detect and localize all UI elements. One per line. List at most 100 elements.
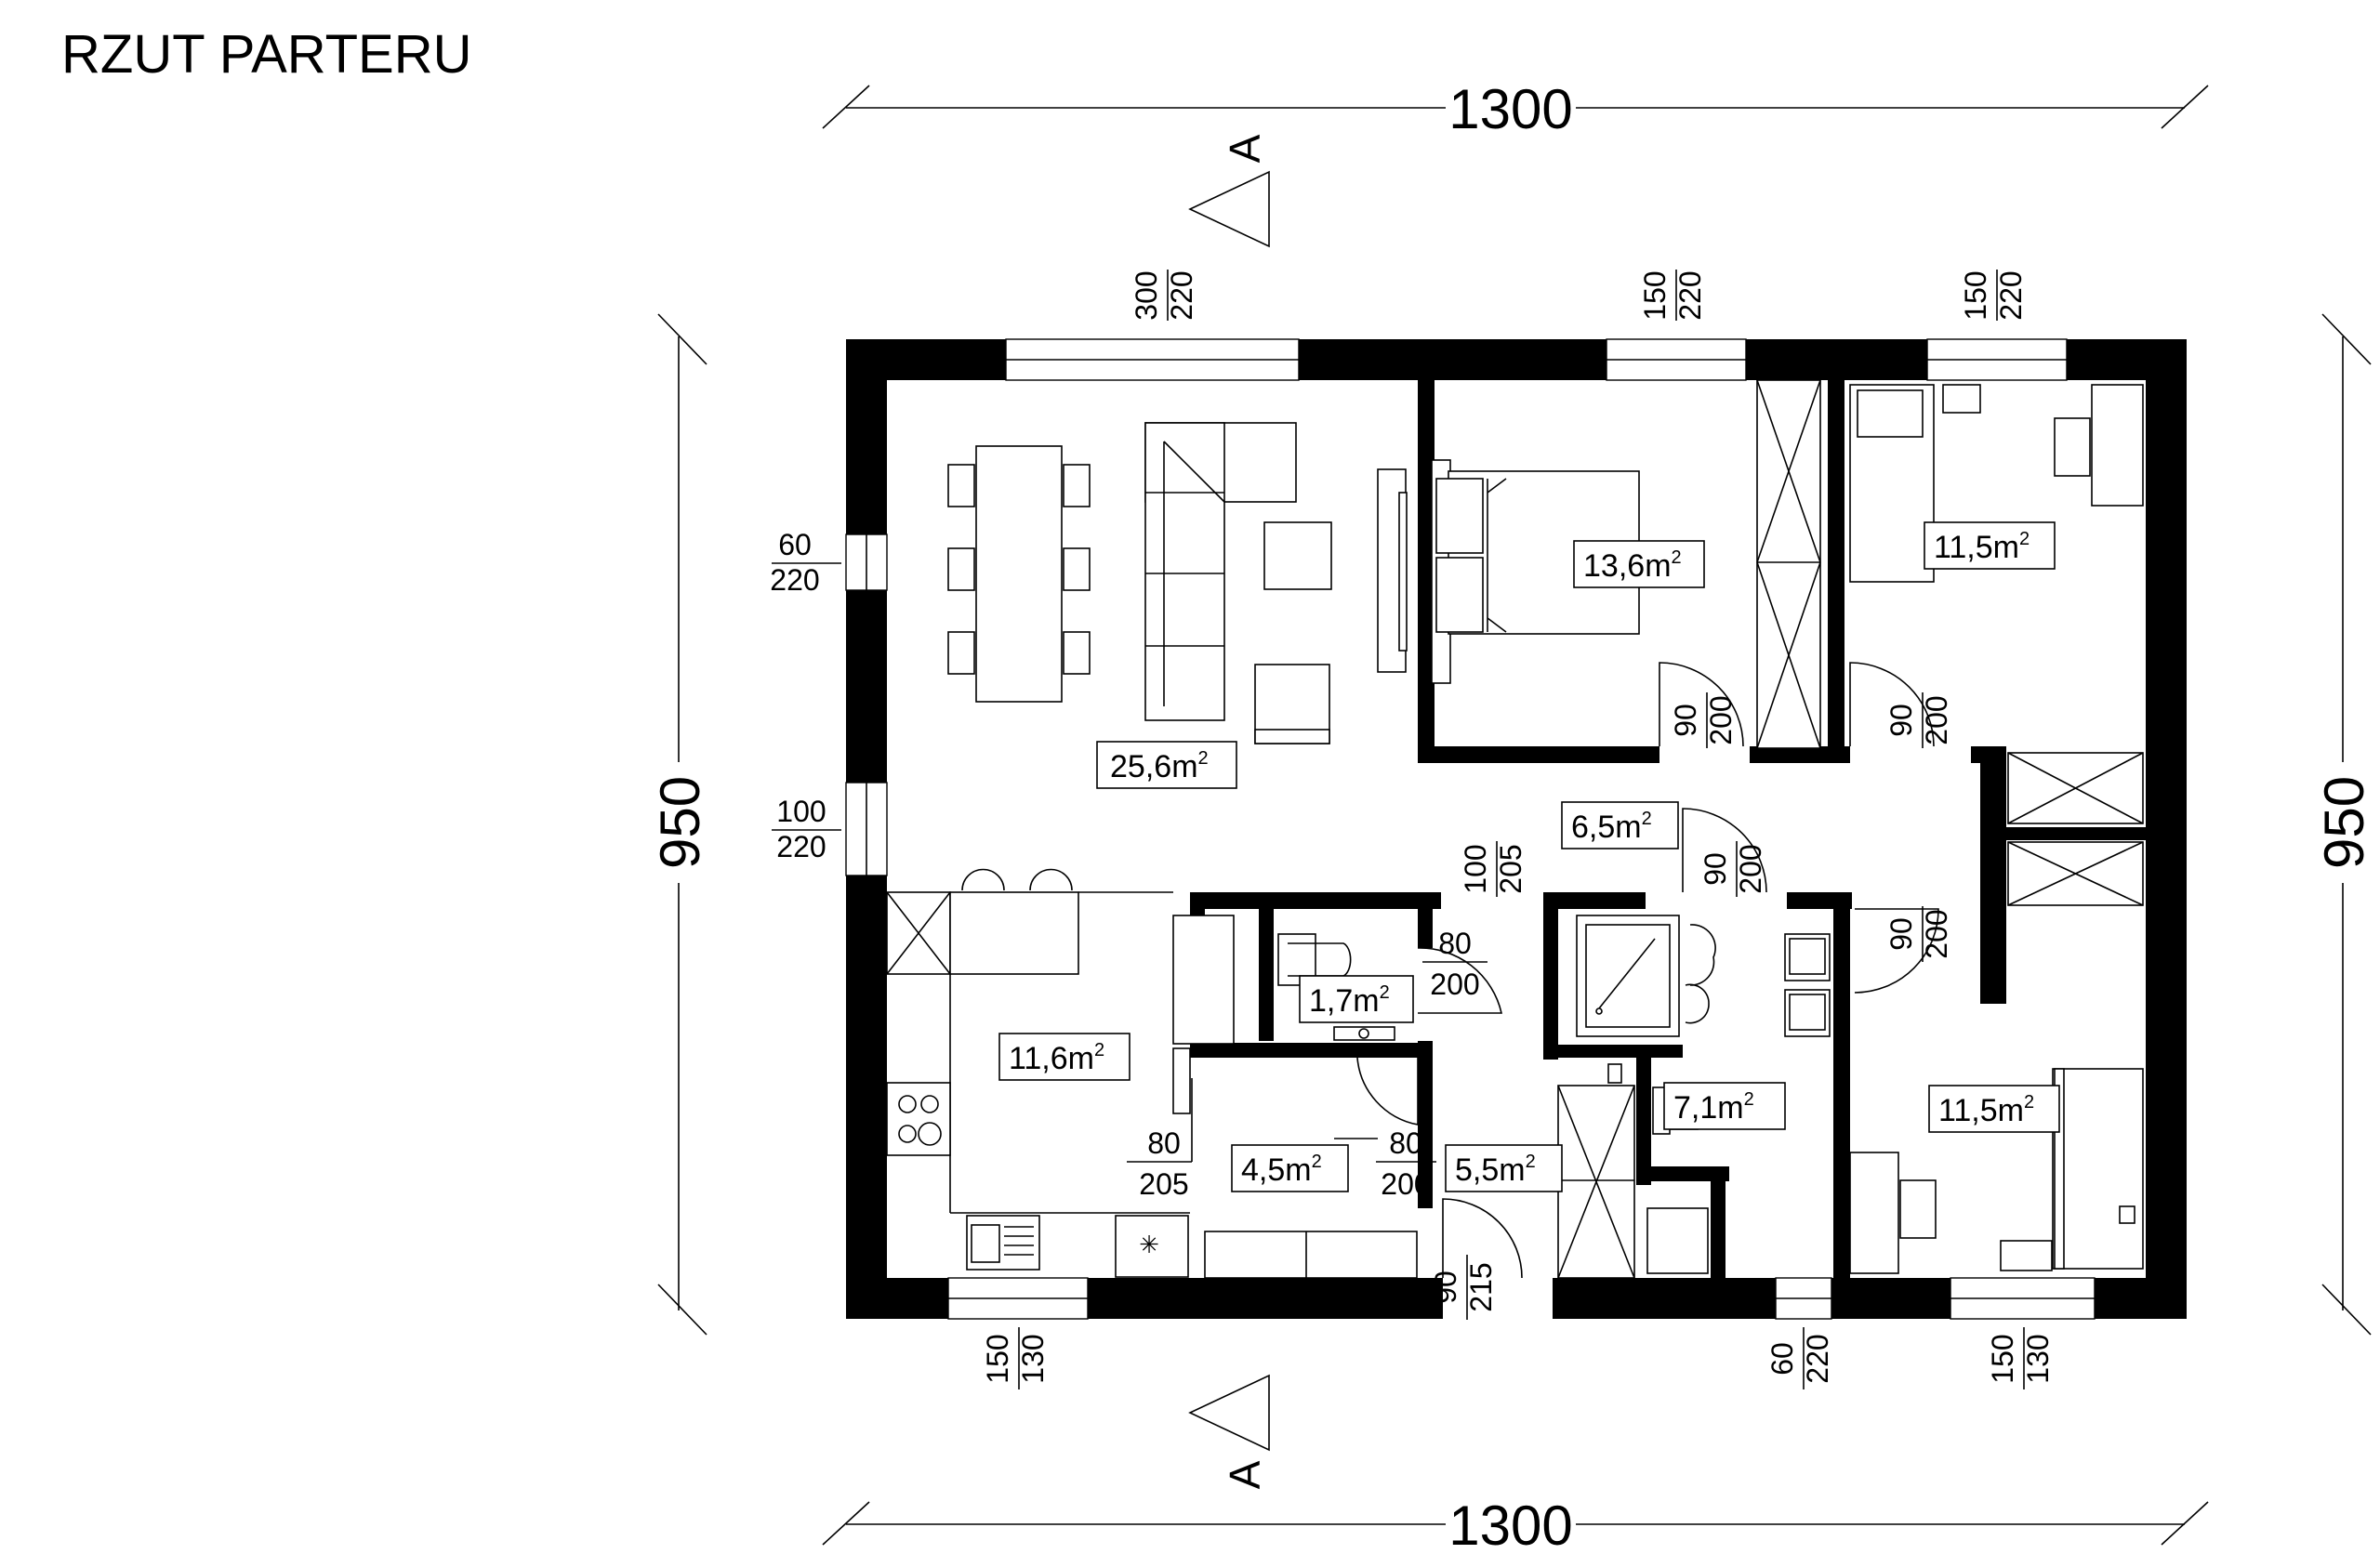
section-mark-bottom-label: A xyxy=(1221,1460,1269,1489)
wardrobe-entrance xyxy=(1557,1063,1635,1279)
section-mark-bottom: A xyxy=(1188,1374,1270,1489)
dining-table xyxy=(947,445,1091,703)
window-label-living-left-2: 100 220 xyxy=(772,795,841,863)
svg-text:80: 80 xyxy=(1389,1126,1422,1160)
dimension-right-label: 950 xyxy=(2313,776,2375,869)
svg-text:200: 200 xyxy=(1430,968,1479,1001)
desk-bed2 xyxy=(2054,384,2144,507)
shower xyxy=(1576,915,1680,1037)
svg-text:25,6m2: 25,6m2 xyxy=(1110,748,1209,784)
room-bedroom-3: 11,5m2 xyxy=(1928,1085,2060,1133)
kitchen-counter: ✳ xyxy=(886,892,1190,1278)
window-label-bed2-top: 150 220 xyxy=(1959,270,2028,321)
bed-single-bed3 xyxy=(2052,1068,2144,1270)
wardrobe-hall-1 xyxy=(2007,752,2144,824)
svg-text:60: 60 xyxy=(1765,1342,1799,1376)
room-storage: 4,5m2 xyxy=(1231,1144,1349,1192)
windows xyxy=(845,338,2096,1320)
svg-text:300: 300 xyxy=(1130,270,1163,320)
svg-text:220: 220 xyxy=(1994,270,2028,320)
room-entrance: 5,5m2 xyxy=(1445,1144,1563,1192)
svg-text:90: 90 xyxy=(1699,852,1732,886)
svg-text:90: 90 xyxy=(1884,704,1918,737)
svg-text:90: 90 xyxy=(1884,917,1918,951)
room-living: 25,6m2 xyxy=(1096,741,1237,789)
dimension-bottom: 1300 xyxy=(822,1493,2209,1557)
svg-text:200: 200 xyxy=(1381,1167,1430,1201)
door-label-hall: 90 200 xyxy=(1699,841,1767,897)
svg-text:11,5m2: 11,5m2 xyxy=(1934,529,2030,565)
svg-text:200: 200 xyxy=(1920,695,1953,744)
svg-text:205: 205 xyxy=(1139,1167,1188,1201)
svg-text:90: 90 xyxy=(1429,1271,1462,1304)
svg-text:11,5m2: 11,5m2 xyxy=(1938,1092,2034,1128)
svg-text:150: 150 xyxy=(1959,270,1992,320)
window-label-bed3-bottom: 150 130 xyxy=(1986,1327,2055,1389)
svg-text:220: 220 xyxy=(1801,1334,1834,1383)
door-label-opening: 100 205 xyxy=(1459,841,1527,897)
svg-text:130: 130 xyxy=(1016,1334,1050,1383)
room-wc: 1,7m2 xyxy=(1299,975,1414,1023)
svg-text:✳: ✳ xyxy=(1139,1231,1159,1259)
wardrobe-hall-2 xyxy=(2007,841,2144,906)
svg-text:4,5m2: 4,5m2 xyxy=(1241,1152,1322,1188)
sofa xyxy=(1144,422,1297,721)
dimension-top: 1300 xyxy=(822,76,2209,140)
wardrobe-bed1 xyxy=(1756,379,1821,749)
section-mark-top: A xyxy=(1188,134,1270,248)
dimension-top-label: 1300 xyxy=(1448,78,1572,140)
svg-text:200: 200 xyxy=(1920,909,1953,958)
svg-text:220: 220 xyxy=(776,830,826,863)
dimension-left: 950 xyxy=(649,313,711,1336)
svg-text:220: 220 xyxy=(770,563,819,597)
room-kitchen: 11,6m2 xyxy=(998,1033,1130,1081)
door-label-kitchen: 80 205 xyxy=(1127,1126,1192,1201)
window-label-kitchen-bottom: 150 130 xyxy=(981,1327,1050,1389)
tv-unit xyxy=(1377,468,1408,673)
dimension-bottom-label: 1300 xyxy=(1448,1495,1572,1557)
svg-text:150: 150 xyxy=(1638,270,1672,320)
storage-shelves xyxy=(1204,1138,1418,1279)
svg-text:200: 200 xyxy=(1734,844,1767,893)
kitchen-island xyxy=(886,868,1235,1114)
svg-text:13,6m2: 13,6m2 xyxy=(1583,547,1682,584)
svg-text:215: 215 xyxy=(1464,1262,1498,1311)
svg-text:7,1m2: 7,1m2 xyxy=(1673,1089,1754,1126)
svg-text:80: 80 xyxy=(1147,1126,1181,1160)
svg-text:150: 150 xyxy=(981,1334,1014,1383)
door-label-bed2: 90 200 xyxy=(1884,692,1953,748)
svg-text:130: 130 xyxy=(2021,1334,2055,1383)
dimension-right: 950 xyxy=(2313,313,2375,1336)
window-label-bed1-top: 150 220 xyxy=(1638,270,1707,321)
svg-text:100: 100 xyxy=(1459,844,1492,893)
door-label-wc: 80 200 xyxy=(1422,927,1488,1001)
window-label-living-left-1: 60 220 xyxy=(770,528,841,597)
svg-text:150: 150 xyxy=(1986,1334,2019,1383)
door-label-entrance: 90 215 xyxy=(1429,1255,1498,1320)
room-bedroom-1: 13,6m2 xyxy=(1573,540,1705,588)
door-swings xyxy=(1191,662,1939,1279)
svg-text:11,6m2: 11,6m2 xyxy=(1009,1040,1104,1076)
desk-bed3 xyxy=(1849,1152,2053,1274)
bed-single-bed2 xyxy=(1849,384,1981,583)
section-mark-top-label: A xyxy=(1221,134,1269,163)
armchair xyxy=(1254,664,1330,744)
room-bathroom: 7,1m2 xyxy=(1663,1082,1786,1130)
door-label-bed1: 90 200 xyxy=(1669,692,1738,748)
room-hall: 6,5m2 xyxy=(1561,801,1679,849)
coffee-table xyxy=(1263,521,1332,590)
svg-text:220: 220 xyxy=(1165,270,1198,320)
dimension-left-label: 950 xyxy=(649,776,711,869)
svg-text:90: 90 xyxy=(1669,704,1702,737)
door-label-storage: 80 200 xyxy=(1376,1126,1436,1201)
svg-text:205: 205 xyxy=(1494,844,1527,893)
window-label-living-top: 300 220 xyxy=(1130,270,1198,321)
window-label-bath-bottom: 60 220 xyxy=(1765,1327,1834,1389)
svg-text:1,7m2: 1,7m2 xyxy=(1309,982,1390,1019)
svg-text:6,5m2: 6,5m2 xyxy=(1571,809,1652,845)
svg-text:5,5m2: 5,5m2 xyxy=(1455,1152,1536,1188)
plan-title: RZUT PARTERU xyxy=(61,24,472,85)
svg-text:200: 200 xyxy=(1704,695,1738,744)
svg-text:100: 100 xyxy=(776,795,826,828)
